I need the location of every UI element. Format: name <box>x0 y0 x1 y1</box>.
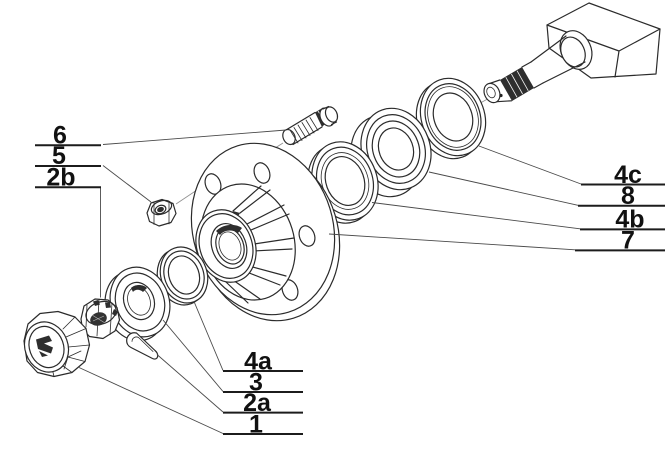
leader-1 <box>78 367 224 434</box>
seal-part <box>156 246 209 306</box>
wheel-stud-part <box>282 105 339 146</box>
label-3: 3 <box>249 369 263 397</box>
nut-part <box>146 198 177 227</box>
cotter-pin-hole <box>499 93 503 98</box>
leader-4a <box>193 301 224 371</box>
inner-bearing-part <box>104 266 171 342</box>
leader-6 <box>102 129 287 145</box>
leader-lines <box>78 129 582 434</box>
leader-3 <box>162 319 224 392</box>
leader-5 <box>102 165 152 203</box>
bolt-hole <box>298 225 316 247</box>
castle-nut-part <box>80 298 121 340</box>
label-1: 1 <box>249 411 263 439</box>
label-5: 5 <box>52 142 66 170</box>
leader-2a <box>156 354 224 413</box>
label-4c: 4c <box>614 161 642 189</box>
washer-4c-part <box>415 77 487 160</box>
label-2b: 2b <box>46 164 75 192</box>
grease-cap-part <box>23 310 91 378</box>
label-underlines <box>35 144 665 435</box>
part-number-labels: 6 5 2b 4c 8 4b 7 4a 3 2a 1 <box>46 122 644 439</box>
hub-part <box>190 142 341 322</box>
label-7: 7 <box>621 227 635 255</box>
leader-8 <box>428 171 579 206</box>
leader-4c <box>478 145 582 185</box>
leader-7 <box>328 233 576 251</box>
label-2a: 2a <box>243 389 272 417</box>
label-8: 8 <box>621 182 635 210</box>
label-4a: 4a <box>244 348 273 376</box>
label-6: 6 <box>53 122 67 150</box>
label-4b: 4b <box>615 206 644 234</box>
leader-4b <box>371 202 581 230</box>
bolt-hole <box>253 162 271 184</box>
spindle-part <box>483 2 661 104</box>
cotter-pin-part <box>126 332 159 360</box>
